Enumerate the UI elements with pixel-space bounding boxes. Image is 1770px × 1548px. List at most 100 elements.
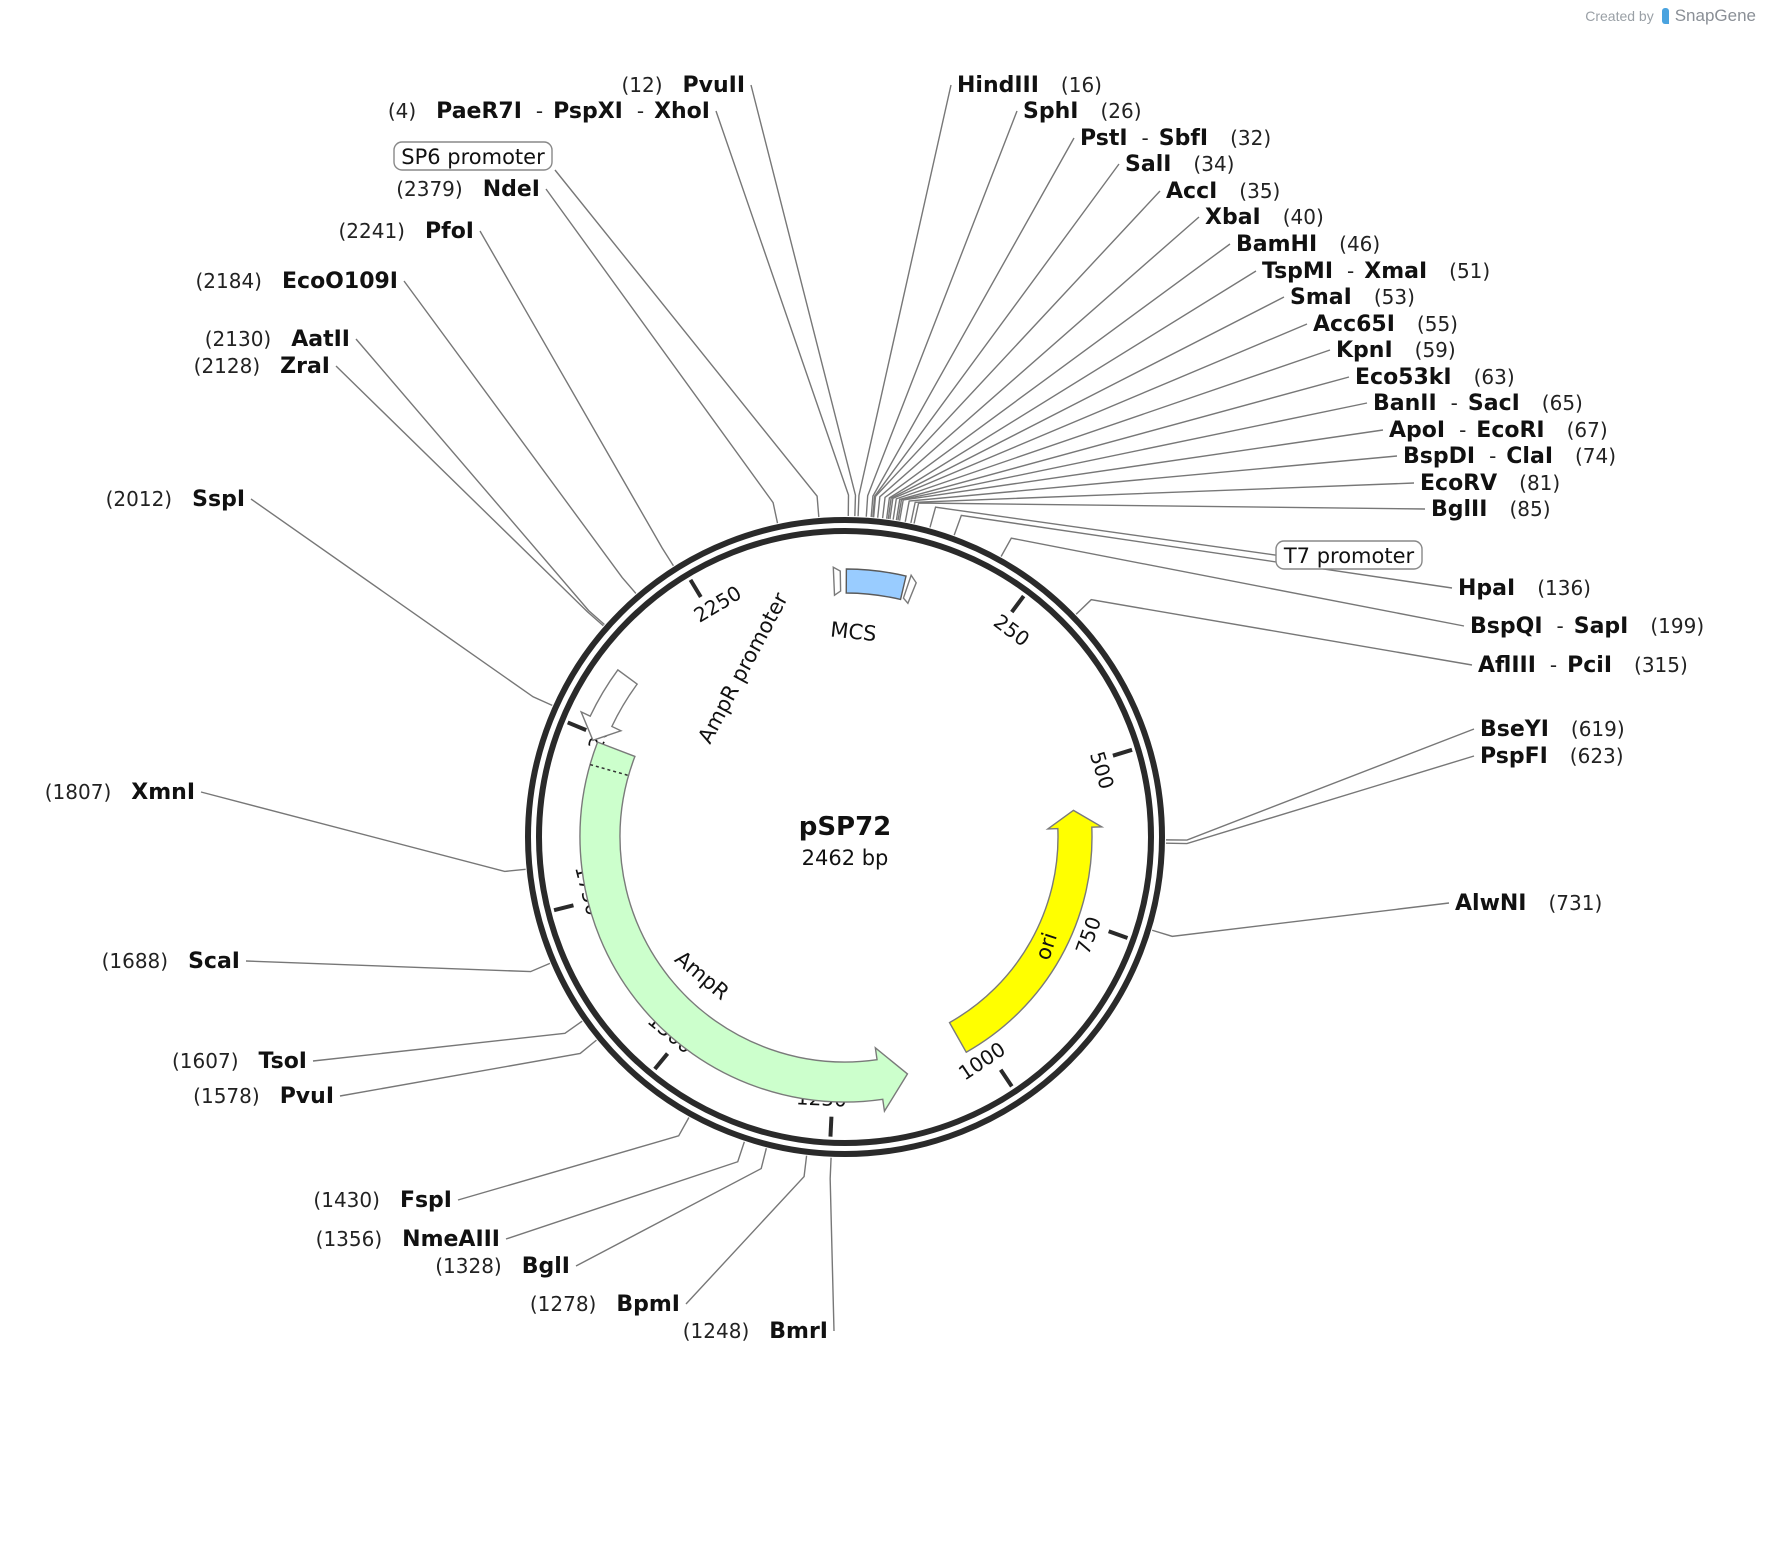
tick-mark [1112,747,1133,758]
ampr-arrow [579,741,909,1114]
site-leader-line [885,270,1257,519]
site-leader-line [904,455,1398,522]
site-leader-line [870,137,1075,518]
site-label: (2012)SspI [106,487,245,512]
site-leader-line [200,791,526,873]
site-position: (46) [1339,232,1380,256]
site-enzyme-name: Acc65I [1313,312,1395,337]
site-enzyme-name: SbfI [1159,126,1208,151]
site-enzyme-name: BpmI [616,1292,680,1317]
site-leader-line [250,498,553,707]
site-bmri: (1248)BmrI [683,1319,828,1344]
site-position: (26) [1100,99,1141,123]
site-name-separator: - [637,99,644,123]
site-position: (32) [1230,126,1271,150]
site-enzyme-name: EcoO109I [282,269,398,294]
site-fspi: (1430)FspI [313,1188,452,1213]
site-pvuii: (12)PvuII [621,73,745,98]
site-enzyme-name: PvuII [683,73,746,98]
site-leader-line [1075,598,1473,666]
site-enzyme-name: AflIII [1478,653,1536,678]
site-leader-line [889,323,1308,520]
site-position: (34) [1193,152,1234,176]
site-enzyme-name: PaeR7I [436,99,522,124]
site-enzyme-name: XbaI [1205,205,1261,230]
tick-mark [566,720,587,732]
site-name-separator: - [1451,391,1458,415]
site-leader-line [312,1020,583,1062]
plasmid-length: 2462 bp [802,846,889,870]
site-leader-line [545,188,779,524]
site-enzyme-name: EcoRI [1476,418,1544,443]
t7-promoter-arrow [902,573,917,605]
site-bpmi: (1278) BpmI [530,1292,680,1317]
site-enzyme-name: XmnI [131,780,195,805]
site-label: AflIII-PciI (315) [1478,653,1688,678]
site-leader-line [913,502,1426,524]
site-label: (2130)AatII [205,327,350,352]
site-position: (65) [1542,391,1583,415]
feature-label-sp6-promoter: SP6 promoter [393,141,553,171]
site-label: (4)PaeR7I-PspXI-XhoI [388,99,710,124]
site-label: Acc65I(55) [1313,312,1458,337]
site-enzyme-name: KpnI [1336,338,1393,363]
site-label: (1430)FspI [313,1188,452,1213]
site-smai: SmaI(53) [1290,285,1415,310]
site-name-separator: - [1489,444,1496,468]
site-enzyme-name: XhoI [654,99,710,124]
tick-mark [828,1116,834,1137]
plasmid-name: pSP72 [799,812,892,842]
site-bspdi: BspDI-ClaI(74) [1403,444,1616,469]
site-position: (315) [1634,653,1688,677]
center-label: pSP72 2462 bp [799,812,892,870]
site-banii: BanII-SacI(65) [1373,391,1583,416]
feature-label-box [1275,540,1423,570]
site-label: PstI-SbfI(32) [1080,126,1271,151]
site-name-separator: - [1550,653,1557,677]
site-label: SmaI(53) [1290,285,1415,310]
snapgene-logo-icon [1661,8,1669,24]
site-position: (2379) [396,177,463,201]
site-position: (1807) [45,780,112,804]
plasmid-backbone [525,517,1165,1157]
ori-arrow [948,809,1105,1054]
site-position: (199) [1650,614,1704,638]
site-enzyme-name: NmeAIII [402,1227,500,1252]
site-leader-line [575,1148,768,1267]
site-position: (1278) [530,1292,597,1316]
site-enzyme-name: PciI [1567,653,1612,678]
site-leader-line [1151,902,1450,938]
site-label: (1328)BglI [435,1254,570,1279]
site-hindiii: HindIII(16) [957,73,1102,98]
site-enzyme-name: BspDI [1403,444,1475,469]
site-label: KpnI(59) [1336,338,1456,363]
site-eco53ki: Eco53kI(63) [1355,365,1515,390]
site-label: (2128)ZraI [194,354,330,379]
site-position: (1578) [193,1084,260,1108]
site-ndei: (2379)NdeI [396,177,540,202]
site-leader-line [892,349,1331,520]
site-enzyme-name: AccI [1166,179,1217,204]
site-enzyme-name: XmaI [1364,259,1427,284]
site-position: (2128) [194,354,261,378]
site-enzyme-name: BglI [522,1254,570,1279]
site-enzyme-name: HpaI [1458,576,1515,601]
site-ecoo109i: (2184) EcoO109I [195,269,398,294]
site-ecorv: EcoRV(81) [1420,471,1560,496]
site-name-separator: - [1347,259,1354,283]
site-tspmi: TspMI-XmaI(51) [1262,259,1490,284]
site-sali: SalI(34) [1125,152,1234,177]
tick-label: 2250 [690,581,746,628]
site-bamhi: BamHI(46) [1236,232,1380,257]
site-position: (2184) [195,269,262,293]
site-enzyme-name: PstI [1080,126,1128,151]
site-leader-line [355,338,605,626]
site-label: BspDI-ClaI(74) [1403,444,1616,469]
site-enzyme-name: ApoI [1389,418,1445,443]
site-position: (74) [1575,444,1616,468]
site-position: (623) [1570,744,1624,768]
ampr-promoter-arrow [579,668,639,742]
site-leader-line [685,1155,808,1305]
site-enzyme-name: PspFI [1480,744,1548,769]
